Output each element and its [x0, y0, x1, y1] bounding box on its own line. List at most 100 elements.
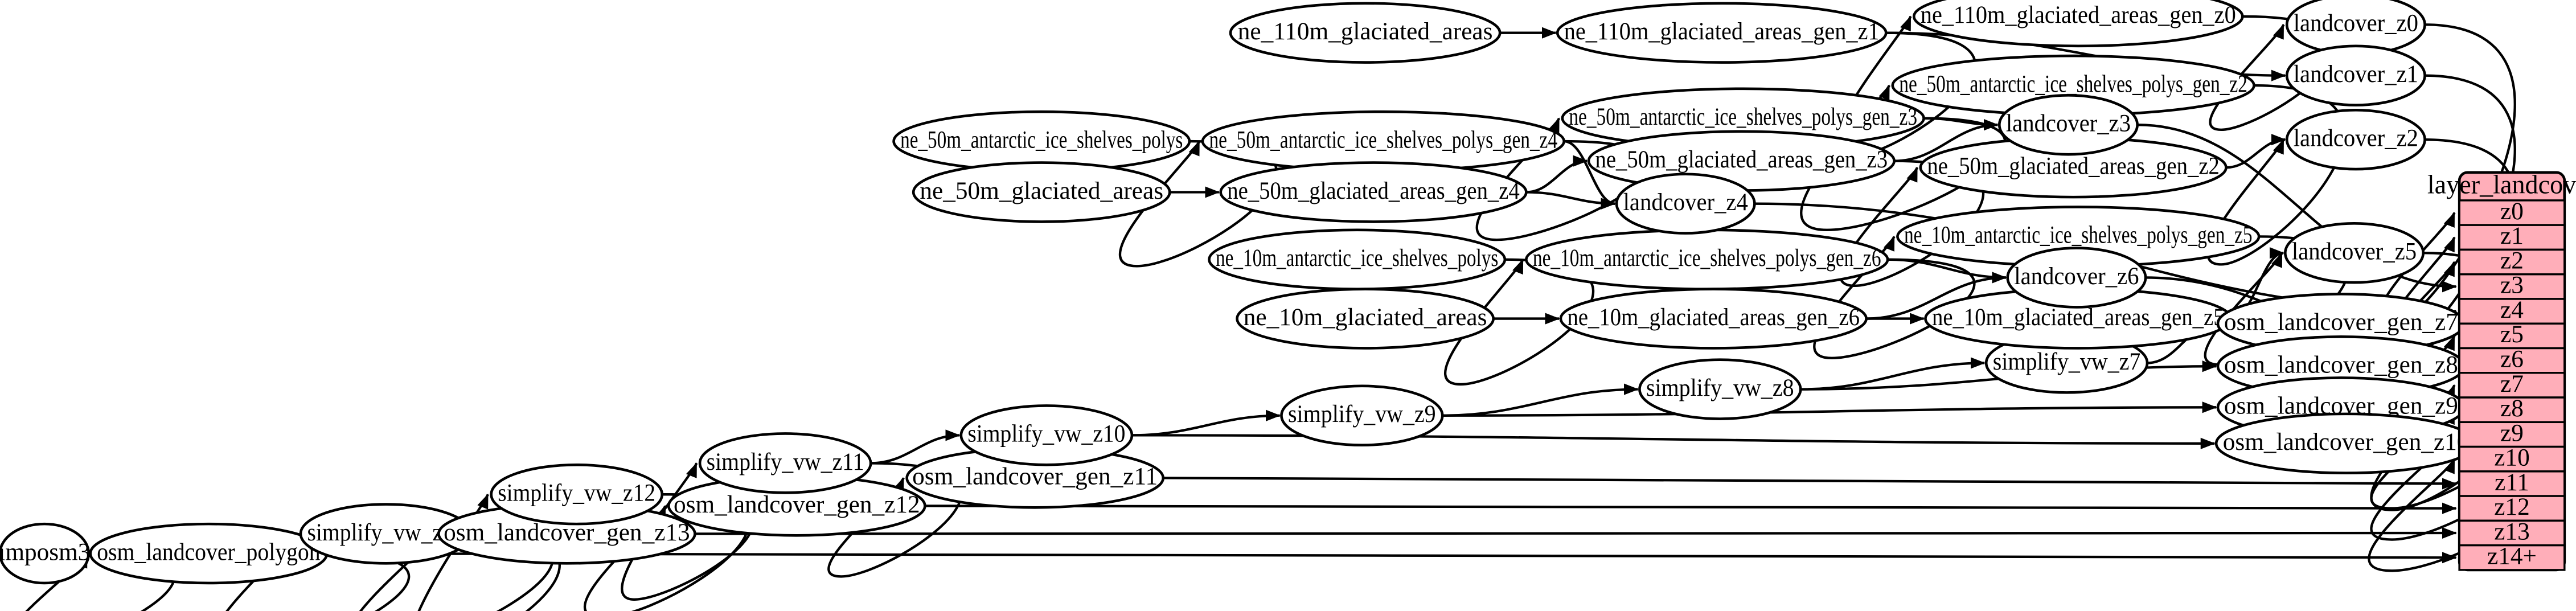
graph-node-ne_50m_glaciated_areas_gen_z3[interactable]: ne_50m_glaciated_areas_gen_z3	[1587, 130, 1896, 192]
graph-node-landcover_z5[interactable]: landcover_z5	[2284, 222, 2425, 284]
table-cell-label-z7: z7	[2500, 370, 2524, 397]
table-cell-label-z14+: z14+	[2487, 543, 2537, 570]
layer-landcover-table: layer_landcoverz0z1z2z3z4z5z6z7z8z9z10z1…	[2427, 170, 2576, 572]
graph-edge-simplify_vw_z10--to--simplify_vw_z9	[1131, 409, 1281, 437]
graph-node-osm_landcover_gen_z10[interactable]: osm_landcover_gen_z10	[2214, 412, 2477, 475]
graph-edge-ne_50m_glaciated_areas_gen_z4--to--ne_50m_glaciated_areas_gen_z3	[1526, 155, 1588, 194]
graph-node-ne_10m_glaciated_areas_gen_z6[interactable]: ne_10m_glaciated_areas_gen_z6	[1559, 288, 1868, 350]
graph-node-simplify_vw_z9[interactable]: simplify_vw_z9	[1280, 384, 1444, 446]
node-ellipse-simplify_vw_z11	[698, 432, 872, 494]
node-label-ne_10m_antarctic_ice_shelves_polys_gen_z6: ne_10m_antarctic_ice_shelves_polys_gen_z…	[1533, 244, 1881, 272]
graph-edge-osm_landcover_gen_z13--to--layer_landcover.z13	[695, 527, 2457, 539]
graph-node-simplify_vw_z11[interactable]: simplify_vw_z11	[698, 432, 872, 494]
node-label-landcover_z0: landcover_z0	[2294, 10, 2418, 37]
graph-node-osm_landcover_polygon[interactable]: osm_landcover_polygon	[89, 522, 329, 585]
graph-edge-ne_10m_antarctic_ice_shelves_polys_gen_z6--to--ne_10m_antarctic_ice_shelves_polys_gen_z5	[1813, 236, 1976, 359]
node-ellipse-simplify_vw_z12	[490, 463, 664, 526]
graph-node-simplify_vw_z12[interactable]: simplify_vw_z12	[490, 463, 664, 526]
table-row-z14+[interactable]	[2458, 544, 2566, 571]
graph-node-landcover_z2[interactable]: landcover_z2	[2285, 108, 2426, 171]
node-ellipse-ne_50m_glaciated_areas	[912, 161, 1171, 223]
table-cell-label-z2: z2	[2500, 247, 2524, 274]
node-label-osm_landcover_gen_z10: osm_landcover_gen_z10	[2223, 428, 2470, 456]
node-ellipse-landcover_z2	[2285, 108, 2426, 171]
node-label-landcover_z4: landcover_z4	[1623, 188, 1748, 216]
graph-node-osm_landcover_gen_z11[interactable]: osm_landcover_gen_z11	[905, 447, 1165, 509]
graph-node-ne_110m_glaciated_areas[interactable]: ne_110m_glaciated_areas	[1229, 2, 1502, 64]
graph-node-simplify_vw_z10[interactable]: simplify_vw_z10	[959, 404, 1134, 466]
graph-node-landcover_z0[interactable]: landcover_z0	[2285, 0, 2426, 56]
graph-edge-simplify_vw_z9--to--osm_landcover_gen_z9	[1442, 401, 2217, 417]
node-label-ne_50m_glaciated_areas_gen_z2: ne_50m_glaciated_areas_gen_z2	[1927, 153, 2220, 180]
graph-edge-ne_10m_glaciated_areas_gen_z6--to--landcover_z6	[1866, 272, 2007, 320]
node-ellipse-landcover_z1	[2285, 44, 2426, 106]
graph-node-ne_50m_glaciated_areas[interactable]: ne_50m_glaciated_areas	[912, 161, 1171, 223]
graph-node-landcover_z1[interactable]: landcover_z1	[2285, 44, 2426, 106]
table-cell-label-z6: z6	[2500, 346, 2524, 373]
graph-node-simplify_vw_z8[interactable]: simplify_vw_z8	[1638, 358, 1802, 420]
node-label-ne_50m_antarctic_ice_shelves_polys_gen_z4: ne_50m_antarctic_ice_shelves_polys_gen_z…	[1209, 126, 1558, 153]
node-label-ne_50m_antarctic_ice_shelves_polys_gen_z3: ne_50m_antarctic_ice_shelves_polys_gen_z…	[1569, 103, 1917, 130]
node-label-osm_landcover_gen_z12: osm_landcover_gen_z12	[674, 491, 920, 518]
table-cell-label-z4: z4	[2500, 296, 2524, 323]
node-label-ne_50m_antarctic_ice_shelves_polys: ne_50m_antarctic_ice_shelves_polys	[900, 126, 1183, 153]
graph-node-landcover_z3[interactable]: landcover_z3	[1997, 93, 2139, 156]
table-cell-label-z3: z3	[2500, 272, 2524, 299]
graph-node-ne_50m_antarctic_ice_shelves_polys_gen_z3[interactable]: ne_50m_antarctic_ice_shelves_polys_gen_z…	[1561, 87, 1925, 149]
node-ellipse-imposm3	[0, 522, 91, 585]
node-ellipse-ne_110m_glaciated_areas_gen_z1	[1556, 2, 1888, 64]
table-row-z4[interactable]	[2458, 298, 2566, 325]
node-ellipse-landcover_z5	[2284, 222, 2425, 284]
graph-node-landcover_z4[interactable]: landcover_z4	[1615, 173, 1756, 235]
table-cell-label-z1: z1	[2500, 222, 2524, 249]
node-label-landcover_z3: landcover_z3	[2006, 110, 2131, 137]
graph-node-landcover_z6[interactable]: landcover_z6	[2006, 247, 2147, 309]
graph-edge-ne_10m_antarctic_ice_shelves_polys_gen_z6--to--landcover_z6	[1888, 258, 2007, 284]
graph-edge-ne_50m_glaciated_areas_gen_z4--to--landcover_z4	[1526, 191, 1616, 210]
graph-node-ne_10m_antarctic_ice_shelves_polys_gen_z5[interactable]: ne_10m_antarctic_ice_shelves_polys_gen_z…	[1896, 206, 2261, 268]
graph-edge-ne_50m_glaciated_areas_gen_z2--to--landcover_z2	[2226, 134, 2286, 169]
node-label-landcover_z2: landcover_z2	[2294, 125, 2418, 152]
table-row-z5[interactable]	[2458, 322, 2566, 350]
graph-node-ne_10m_antarctic_ice_shelves_polys_gen_z6[interactable]: ne_10m_antarctic_ice_shelves_polys_gen_z…	[1525, 228, 1889, 290]
graph-edge-osm_landcover_polygon--to--layer_landcover.z14+	[327, 552, 2457, 564]
table-row-z2[interactable]	[2458, 248, 2566, 276]
table-cell-label-z8: z8	[2500, 395, 2524, 422]
node-label-ne_50m_antarctic_ice_shelves_polys_gen_z2: ne_50m_antarctic_ice_shelves_polys_gen_z…	[1899, 70, 2247, 97]
node-label-landcover_z5: landcover_z5	[2292, 238, 2417, 265]
node-ellipse-ne_110m_glaciated_areas_gen_z0	[1913, 0, 2244, 48]
graph-node-ne_10m_antarctic_ice_shelves_polys[interactable]: ne_10m_antarctic_ice_shelves_polys	[1208, 228, 1507, 290]
graph-node-osm_landcover_gen_z12[interactable]: osm_landcover_gen_z12	[667, 475, 926, 537]
table-row-z0[interactable]	[2458, 199, 2566, 226]
graph-node-imposm3[interactable]: imposm3	[0, 522, 91, 585]
graph-node-ne_50m_antarctic_ice_shelves_polys[interactable]: ne_50m_antarctic_ice_shelves_polys	[892, 110, 1191, 173]
node-label-ne_10m_glaciated_areas: ne_10m_glaciated_areas	[1244, 304, 1487, 331]
node-ellipse-simplify_vw_z9	[1280, 384, 1444, 446]
table-row-z1[interactable]	[2458, 224, 2566, 251]
node-label-landcover_z6: landcover_z6	[2014, 263, 2139, 290]
table-row-z10[interactable]	[2458, 445, 2566, 473]
node-label-simplify_vw_z12: simplify_vw_z12	[498, 479, 655, 507]
graph-node-ne_110m_glaciated_areas_gen_z1[interactable]: ne_110m_glaciated_areas_gen_z1	[1556, 2, 1888, 64]
table-row-z3[interactable]	[2458, 273, 2566, 300]
node-ellipse-landcover_z6	[2006, 247, 2147, 309]
node-label-ne_50m_glaciated_areas_gen_z4: ne_50m_glaciated_areas_gen_z4	[1227, 177, 1520, 204]
node-label-landcover_z1: landcover_z1	[2294, 60, 2418, 88]
table-row-z12[interactable]	[2458, 495, 2566, 522]
table-cell-label-z13: z13	[2494, 518, 2529, 545]
node-label-ne_10m_glaciated_areas_gen_z6: ne_10m_glaciated_areas_gen_z6	[1567, 304, 1860, 331]
graph-node-ne_50m_glaciated_areas_gen_z4[interactable]: ne_50m_glaciated_areas_gen_z4	[1219, 161, 1528, 223]
table-row-z11[interactable]	[2458, 470, 2566, 497]
graph-node-ne_110m_glaciated_areas_gen_z0[interactable]: ne_110m_glaciated_areas_gen_z0	[1913, 0, 2244, 48]
table-row-z8[interactable]	[2458, 396, 2566, 424]
graph-node-ne_10m_glaciated_areas[interactable]: ne_10m_glaciated_areas	[1236, 288, 1495, 350]
graph-edge-simplify_vw_z11--to--simplify_vw_z10	[871, 429, 961, 465]
graph-node-ne_50m_antarctic_ice_shelves_polys_gen_z4[interactable]: ne_50m_antarctic_ice_shelves_polys_gen_z…	[1201, 110, 1566, 173]
graph-edge-ne_50m_glaciated_areas_gen_z3--to--landcover_z3	[1894, 119, 1999, 162]
table-title: layer_landcover	[2427, 170, 2576, 199]
node-label-ne_110m_glaciated_areas_gen_z1: ne_110m_glaciated_areas_gen_z1	[1564, 18, 1880, 45]
graph-node-osm_landcover_gen_z7[interactable]: osm_landcover_gen_z7	[2216, 293, 2466, 355]
